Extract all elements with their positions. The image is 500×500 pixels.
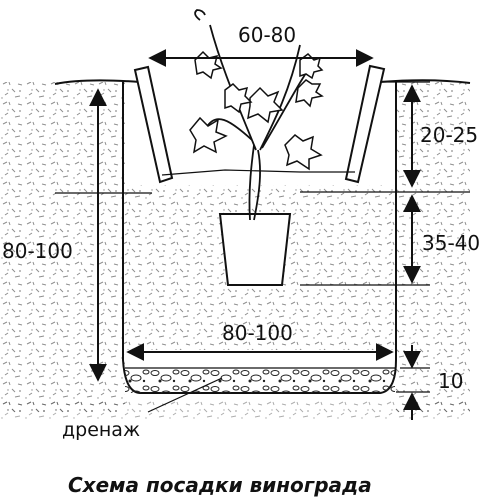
upper-depth-label: 20-25 [420,123,478,147]
pit-slope-line [161,169,355,176]
side-depth-label: 80-100 [2,239,73,263]
pit-boards [133,64,386,184]
drainage-leader [147,377,223,413]
bottom-width-label: 80-100 [222,321,293,345]
grape-leaves [189,50,324,171]
drainage-height-label: 10 [438,369,463,393]
diagram-caption: Схема посадки винограда [68,473,372,497]
root-depth-label: 35-40 [422,231,480,255]
ground-surface [54,79,471,85]
top-width-label: 60-80 [238,23,296,47]
depth-tick-lines [300,81,430,393]
drainage-layer [125,368,395,393]
seedling-pot [218,213,292,286]
drainage-label: дренаж [62,419,140,441]
